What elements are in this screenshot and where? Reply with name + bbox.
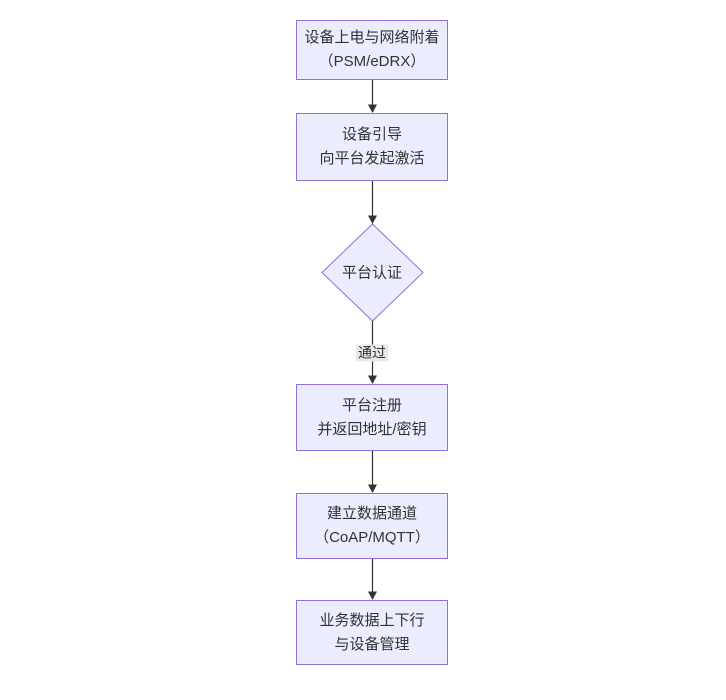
node-channel-line2: （CoAP/MQTT） [314,529,430,546]
node-register-line1: 平台注册 [341,396,402,414]
arrowhead-register [368,375,377,384]
edge-pass-label: 通过 [356,344,388,362]
node-bootstrap-line1: 设备引导 [341,126,402,143]
arrowhead-channel [368,484,377,493]
arrowhead-bootstrap [368,104,377,113]
node-channel: 建立数据通道 （CoAP/MQTT） [296,493,448,559]
node-bootstrap-line2: 向平台发起激活 [319,150,425,167]
node-bootstrap: 设备引导 向平台发起激活 [296,113,448,181]
node-channel-line1: 建立数据通道 [326,505,417,522]
decision-label: 平台认证 [341,264,403,282]
node-power-on-line2: （PSM/eDRX） [318,53,426,70]
node-power-on: 设备上电与网络附着 （PSM/eDRX） [296,20,448,80]
node-power-on-line1: 设备上电与网络附着 [304,29,440,46]
node-business-line2: 与设备管理 [334,635,410,653]
node-business: 业务数据上下行 与设备管理 [296,600,448,665]
node-business-line1: 业务数据上下行 [319,611,425,629]
node-register: 平台注册 并返回地址/密钥 [296,384,448,451]
arrowhead-decision [368,215,377,224]
node-register-line2: 并返回地址/密钥 [317,420,427,438]
arrowhead-business [368,591,377,600]
